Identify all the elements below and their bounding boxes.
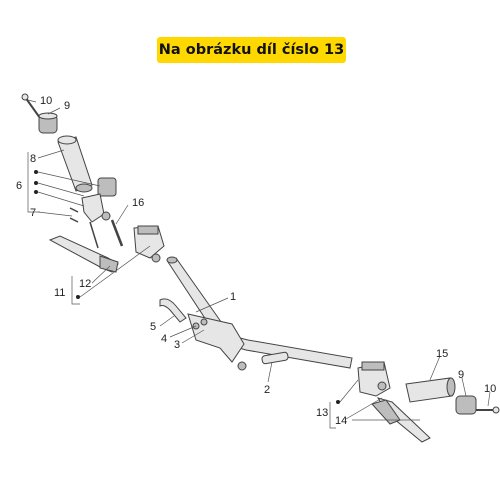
part-grip-15-right	[405, 377, 456, 403]
callout-14: 14	[335, 415, 347, 427]
part-bar-end-weight-9-right	[455, 395, 477, 415]
callout-5: 5	[150, 321, 156, 333]
callout-2: 2	[264, 384, 270, 396]
callout-11: 11	[54, 287, 65, 299]
callout-15: 15	[436, 348, 448, 360]
callout-labels: 10 9 8 6 7 16 12 11 1 5 4 3 2 15 9 10 13…	[16, 95, 496, 427]
callout-6: 6	[16, 180, 22, 192]
part-number-banner: Na obrázku díl číslo 13	[157, 37, 346, 63]
part-master-cylinder-left	[133, 225, 165, 263]
callout-16: 16	[132, 197, 144, 209]
part-mount-bracket	[159, 298, 247, 371]
callout-4: 4	[161, 333, 167, 345]
callout-9-right: 9	[458, 369, 464, 381]
callout-dots	[34, 170, 340, 404]
part-screw-10-left	[21, 93, 41, 119]
part-throttle-sleeve	[97, 177, 117, 197]
part-spacer-2	[261, 351, 289, 365]
part-cable-16	[110, 219, 124, 247]
callout-13: 13	[316, 407, 328, 419]
callout-9-left: 9	[64, 100, 70, 112]
part-brake-lever-12-left	[48, 235, 119, 273]
part-handlebar-1	[166, 256, 353, 369]
part-bar-end-weight-9-left	[38, 112, 58, 134]
leader-lines	[27, 99, 491, 429]
part-lever-bracket-6	[81, 193, 111, 223]
callout-3: 3	[174, 339, 180, 351]
callout-8: 8	[30, 153, 36, 165]
callout-7: 7	[30, 207, 36, 219]
callout-1: 1	[230, 291, 236, 303]
callout-10-right: 10	[484, 383, 496, 395]
part-small-screws-7	[69, 207, 99, 249]
callout-10-left: 10	[40, 95, 52, 107]
part-master-cylinder-right	[357, 361, 391, 397]
part-screw-10-right	[476, 406, 500, 414]
part-grip-8-left	[57, 135, 93, 193]
callout-12: 12	[79, 278, 91, 290]
